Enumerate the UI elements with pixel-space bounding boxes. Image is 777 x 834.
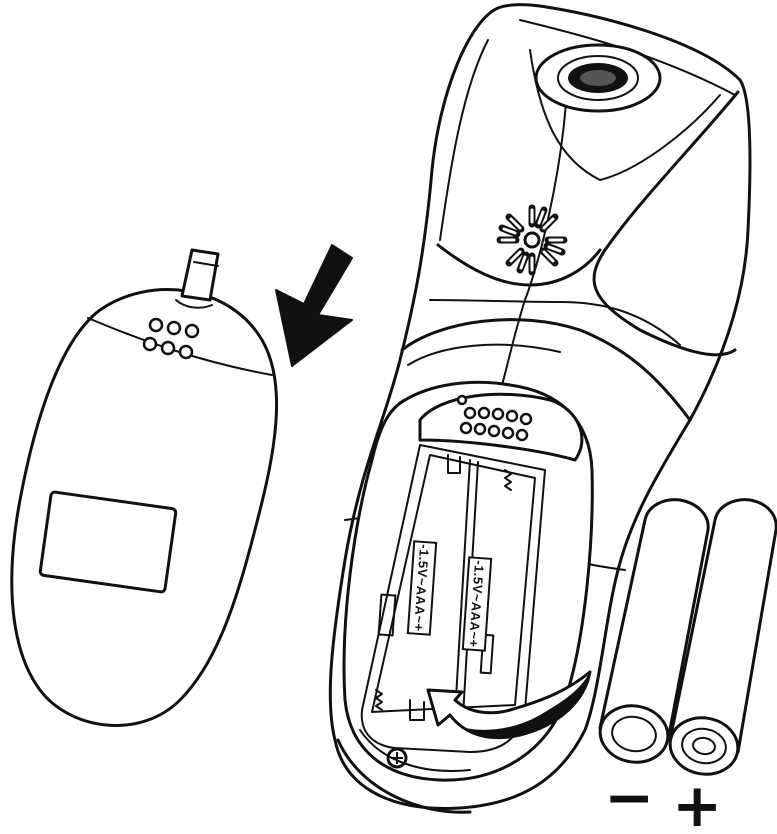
plus-sign: + [672, 771, 722, 834]
battery-cover [10, 248, 279, 727]
cell-label-left-text: -1.5V~AAA~+ [411, 544, 432, 632]
minus-sign: − [604, 763, 654, 833]
remote-body: -1.5V~AAA~+ -1.5V~AAA~+ [328, 3, 752, 814]
cap-dots-icon [456, 394, 533, 442]
battery-plus-end [668, 498, 777, 776]
cover-holes-icon [142, 317, 200, 360]
cell-label-right-text: -1.5V~AAA~+ [466, 560, 487, 648]
battery-compartment: -1.5V~AAA~+ -1.5V~AAA~+ [342, 380, 594, 782]
speaker-grille-icon [496, 204, 568, 276]
battery-minus-end [598, 498, 710, 764]
insert-curved-arrow-icon [426, 670, 592, 740]
cell-label-right: -1.5V~AAA~+ [461, 556, 493, 652]
aaa-batteries: − + [598, 498, 777, 834]
cover-label-window [38, 490, 178, 594]
cell-label-left: -1.5V~AAA~+ [406, 540, 438, 636]
cover-latch-tab [180, 248, 220, 302]
down-arrow-icon [275, 244, 353, 367]
compartment-top-cap [418, 392, 584, 462]
